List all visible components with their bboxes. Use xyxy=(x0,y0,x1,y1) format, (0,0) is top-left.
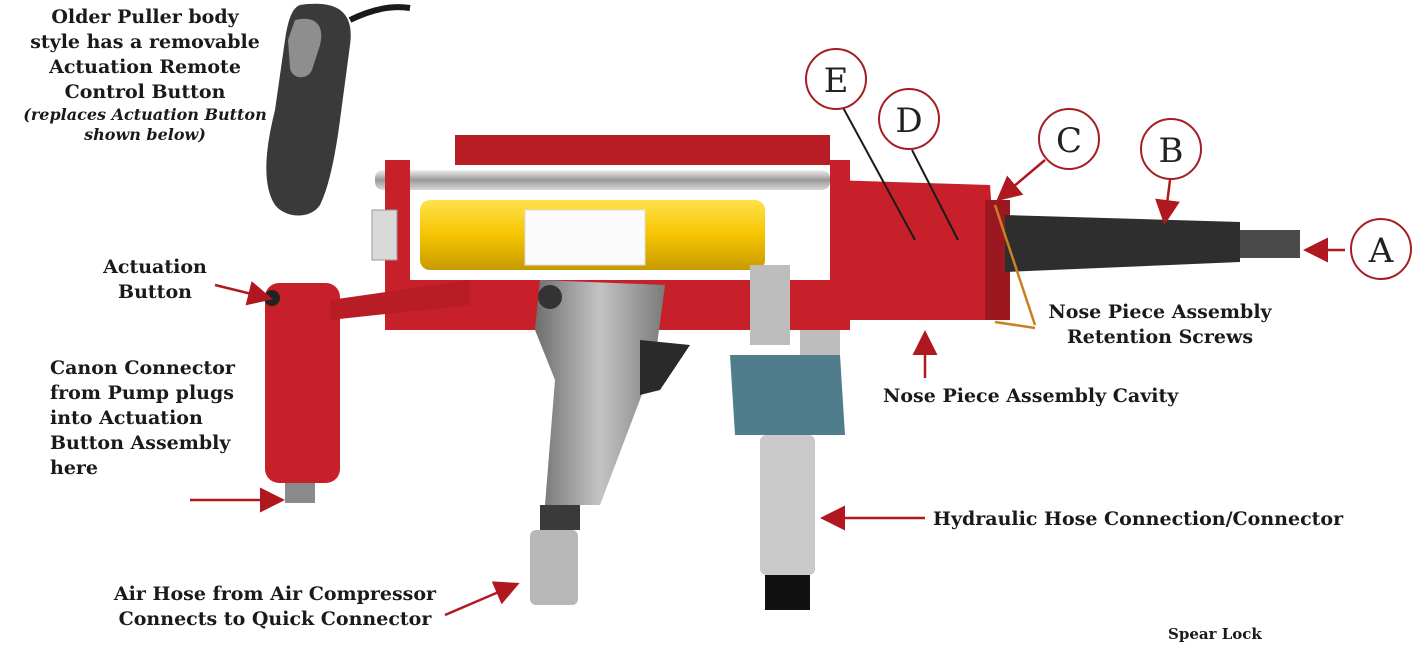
spear-lock-label: Spear Lock xyxy=(1168,625,1262,643)
retention-line2: Retention Screws xyxy=(1066,326,1254,348)
canon-line5: here xyxy=(50,457,99,479)
cavity-callout: Nose Piece Assembly Cavity xyxy=(883,385,1179,407)
older-body-note1: (replaces Actuation Button xyxy=(23,105,267,124)
retention-bracket-top xyxy=(993,204,1037,326)
canon-connector-callout: Canon Connector from Pump plugs into Act… xyxy=(50,356,280,481)
older-body-note2: shown below) xyxy=(84,125,206,144)
canon-line1: Canon Connector xyxy=(50,357,235,379)
label-c: C xyxy=(1038,108,1100,170)
remote-control-image xyxy=(266,3,411,216)
actuation-button-callout: Actuation Button xyxy=(85,255,225,305)
canon-line3: into Actuation xyxy=(50,407,203,429)
b-arrow xyxy=(1155,179,1180,225)
air-hose-arrow xyxy=(444,581,520,617)
label-a: A xyxy=(1350,218,1412,280)
retention-bracket-bottom xyxy=(994,320,1036,330)
pistol-grip xyxy=(535,280,665,505)
e-line xyxy=(839,101,916,241)
older-body-line2: style has a removable xyxy=(30,31,260,53)
air-hose-callout: Air Hose from Air Compressor Connects to… xyxy=(95,582,455,632)
label-e: E xyxy=(805,48,867,110)
air-quick-connector xyxy=(530,530,578,605)
nose-piece xyxy=(1005,215,1240,272)
older-body-callout: Older Puller body style has a removable … xyxy=(20,5,270,145)
older-body-line3: Actuation Remote xyxy=(49,56,241,78)
nose-housing xyxy=(830,180,1000,320)
actuation-line1: Actuation xyxy=(103,256,207,278)
actuation-line2: Button xyxy=(118,281,192,303)
air-hose-line2: Connects to Quick Connector xyxy=(118,608,432,630)
label-d: D xyxy=(878,88,940,150)
retention-line1: Nose Piece Assembly xyxy=(1048,301,1272,323)
hydraulic-coupler xyxy=(760,435,815,575)
air-hose-line1: Air Hose from Air Compressor xyxy=(113,583,437,605)
hydraulic-callout: Hydraulic Hose Connection/Connector xyxy=(933,508,1344,530)
older-body-line1: Older Puller body xyxy=(51,6,239,28)
frame xyxy=(385,160,850,330)
trigger xyxy=(640,340,690,395)
guide-rod xyxy=(375,170,830,190)
older-body-line4: Control Button xyxy=(64,81,226,103)
actuation-button-arrow xyxy=(214,281,273,306)
top-plate xyxy=(455,135,830,165)
canon-line2: from Pump plugs xyxy=(50,382,234,404)
label-b: B xyxy=(1140,118,1202,180)
c-arrow xyxy=(996,159,1046,202)
actuation-cylinder xyxy=(265,283,340,483)
d-line xyxy=(911,149,959,241)
retention-callout: Nose Piece Assembly Retention Screws xyxy=(1035,300,1285,350)
hydraulic-block xyxy=(730,355,845,435)
canon-line4: Button Assembly xyxy=(50,432,231,454)
threaded-tip xyxy=(1240,230,1300,258)
